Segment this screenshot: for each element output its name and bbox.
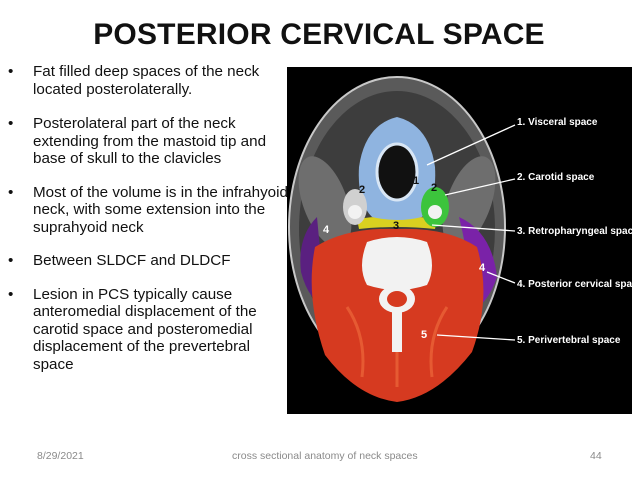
- footer-date: 8/29/2021: [37, 450, 84, 462]
- bullet-item: • Fat filled deep spaces of the neck loc…: [8, 63, 290, 98]
- number-5: 5: [421, 329, 427, 341]
- bullet-item: • Posterolateral part of the neck extendi…: [8, 115, 290, 168]
- bullet-text: Between SLDCF and DLDCF: [33, 252, 231, 269]
- label-posterior-cervical-space: 4. Posterior cervical space: [517, 279, 632, 290]
- leader-line-retropharyngeal: [431, 224, 516, 232]
- label-perivertebral-space: 5. Perivertebral space: [517, 335, 621, 346]
- leader-line-carotid: [444, 178, 516, 196]
- bullet-item: • Between SLDCF and DLDCF: [8, 252, 290, 270]
- ct-neck-figure: 1 2 2 3 4 4 5 1. Visceral space 2. Carot…: [287, 67, 632, 414]
- number-4-left: 4: [323, 224, 330, 236]
- bullet-list: • Fat filled deep spaces of the neck loc…: [8, 63, 290, 389]
- number-1: 1: [413, 175, 419, 187]
- bullet-marker: •: [8, 63, 14, 80]
- number-2-right: 2: [431, 182, 437, 194]
- number-3: 3: [393, 220, 399, 232]
- label-retropharyngeal-space: 3. Retropharyngeal space: [517, 226, 632, 237]
- leader-line-visceral: [426, 124, 516, 166]
- spinous-process: [392, 312, 402, 352]
- slide-title: POSTERIOR CERVICAL SPACE: [93, 18, 545, 51]
- bullet-marker: •: [8, 252, 14, 269]
- bullet-item: • Most of the volume is in the infrahyoid…: [8, 184, 290, 237]
- number-4-right: 4: [479, 262, 486, 274]
- bullet-marker: •: [8, 183, 14, 201]
- carotid-vessel-right: [428, 205, 442, 219]
- sternocleidomastoid-right: [442, 156, 496, 248]
- label-visceral-space: 1. Visceral space: [517, 117, 598, 128]
- retropharyngeal-space: [357, 216, 437, 229]
- label-carotid-space: 2. Carotid space: [517, 172, 595, 183]
- bullet-text: Lesion in PCS typically cause anteromedi…: [33, 285, 257, 373]
- airway: [377, 144, 417, 200]
- leader-line-perivertebral: [436, 334, 516, 341]
- bullet-marker: •: [8, 285, 14, 303]
- carotid-vessel-left: [348, 205, 362, 219]
- airway-wall: [375, 142, 419, 202]
- spinal-cord: [387, 291, 407, 307]
- leader-line-posterior-cervical: [486, 271, 516, 284]
- number-2-left: 2: [359, 184, 365, 196]
- footer-title: cross sectional anatomy of neck spaces: [232, 450, 418, 462]
- ct-neck-illustration: 1 2 2 3 4 4 5 1. Visceral space 2. Carot…: [288, 76, 632, 402]
- bullet-marker: •: [8, 115, 14, 132]
- bullet-text: Fat filled deep spaces of the neck locat…: [33, 63, 260, 98]
- bullet-item: • Lesion in PCS typically cause anteromed…: [8, 286, 290, 374]
- vertebral-body: [362, 237, 432, 290]
- bullet-text: Most of the volume is in the infrahyoid …: [33, 183, 288, 236]
- footer-page-number: 44: [590, 450, 602, 462]
- bullet-text: Posterolateral part of the neck extendin…: [33, 115, 267, 167]
